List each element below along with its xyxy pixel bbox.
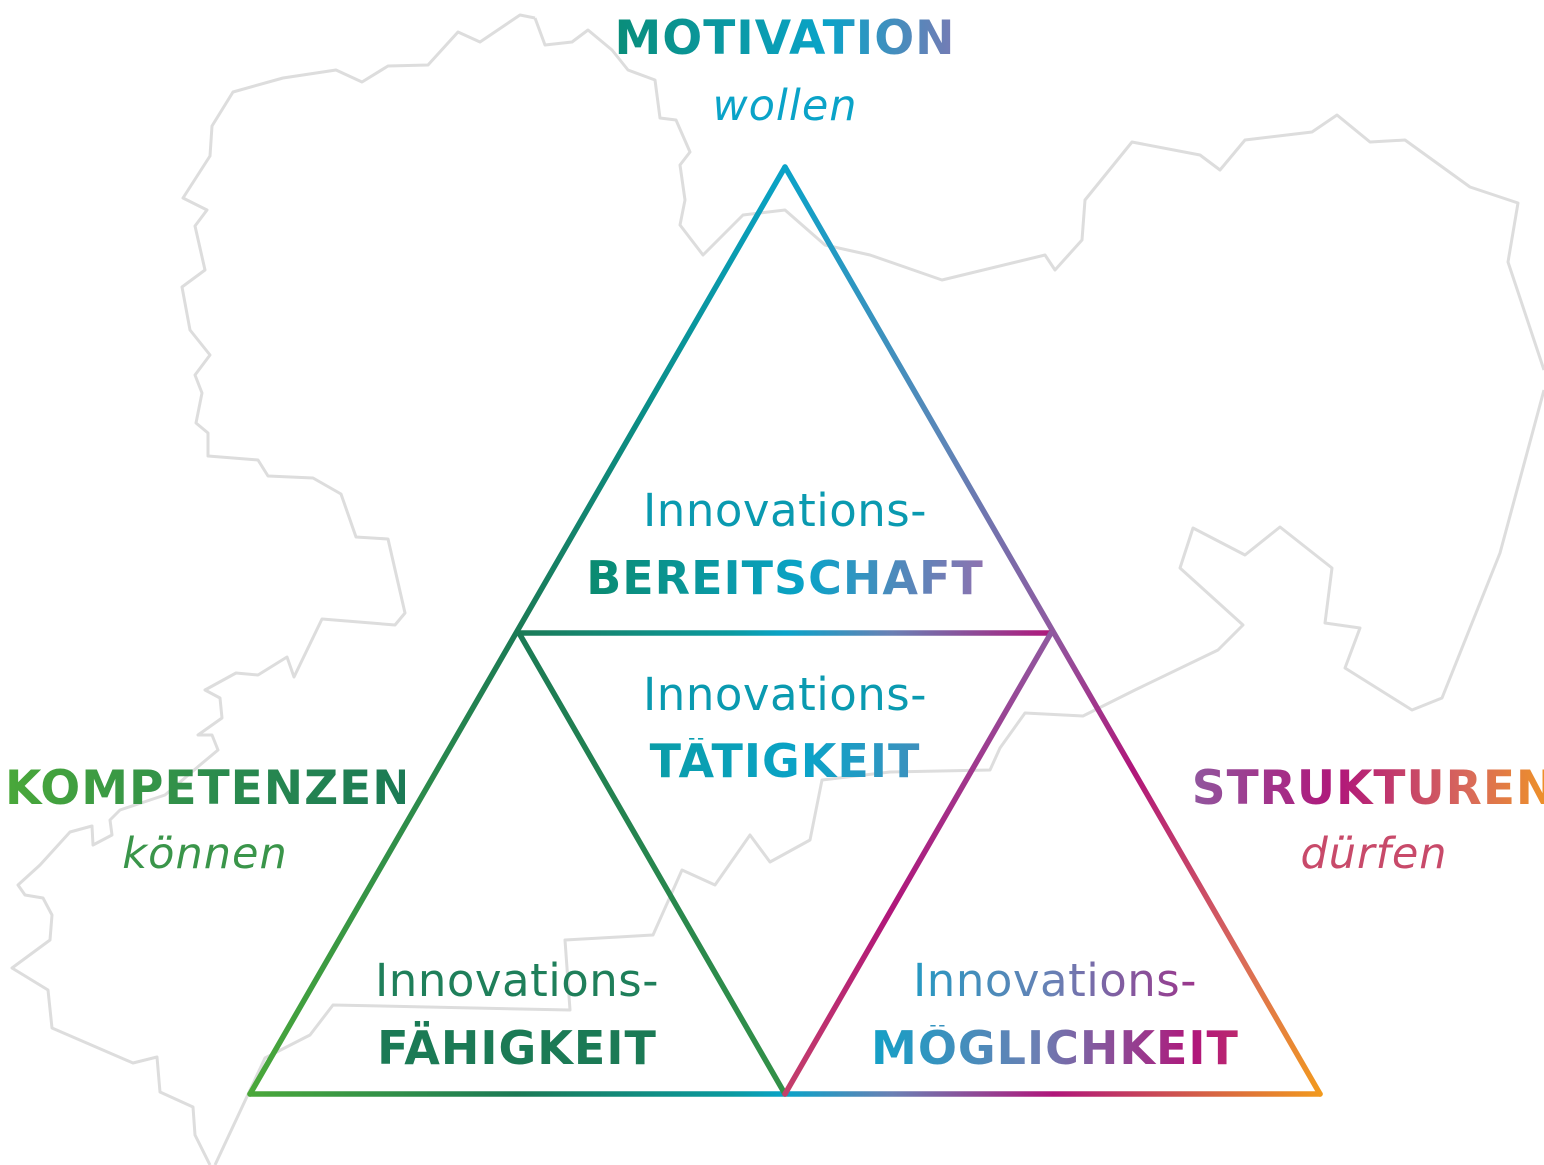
- strukturen-subtitle: dürfen: [1300, 829, 1448, 879]
- taetigkeit-prefix: Innovations-: [643, 668, 927, 721]
- moeglichkeit-label: MÖGLICHKEIT: [855, 1025, 1255, 1071]
- bereitschaft-prefix: Innovations-: [643, 484, 927, 537]
- faehigkeit-prefix: Innovations-: [375, 954, 659, 1007]
- motivation-title: MOTIVATION: [585, 15, 985, 62]
- map-district-south: [213, 389, 1544, 1165]
- innovation-triangle: [247, 164, 1323, 1097]
- faehigkeit-label: FÄHIGKEIT: [377, 1021, 657, 1075]
- kompetenzen-title: KOMPETENZEN: [5, 761, 413, 816]
- moeglichkeit-prefix: Innovations-: [855, 958, 1255, 1003]
- map-district-west: [533, 17, 1544, 371]
- motivation-subtitle: wollen: [712, 81, 858, 131]
- bereitschaft-label: BEREITSCHAFT: [586, 551, 984, 605]
- inner-left-edge: [516, 630, 788, 1097]
- triangle-left-edge: [247, 164, 788, 1097]
- kompetenzen-subtitle: können: [122, 829, 288, 879]
- region-map-outline: [10, 13, 1544, 1165]
- strukturen-title: STRUKTUREN: [1184, 765, 1544, 812]
- map-district-north: [10, 13, 536, 1165]
- taetigkeit-label: TÄTIGKEIT: [585, 738, 985, 784]
- triangle-right-edge: [782, 164, 1323, 1097]
- inner-right-edge: [782, 630, 1054, 1097]
